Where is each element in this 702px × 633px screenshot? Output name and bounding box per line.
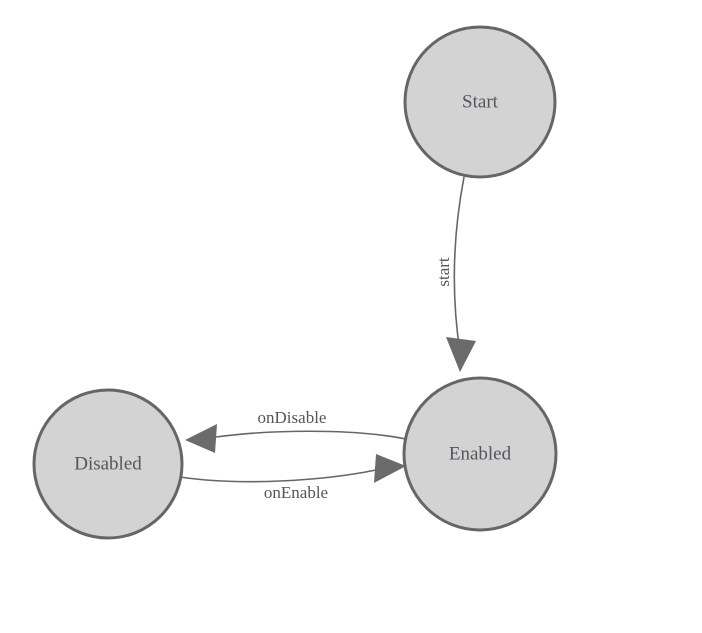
arrowhead-start-to-enabled — [446, 337, 476, 372]
node-enabled-circle — [402, 376, 558, 532]
node-enabled-label: Enabled — [449, 443, 512, 464]
edge-start-to-enabled[interactable]: start — [434, 176, 476, 372]
edge-disabled-to-enabled[interactable]: onEnable — [179, 454, 406, 502]
node-start[interactable]: Start — [403, 25, 557, 179]
edge-label-start: start — [434, 257, 453, 287]
node-disabled[interactable]: Disabled — [32, 388, 184, 540]
edge-disabled-to-enabled-path — [179, 469, 377, 483]
node-disabled-label: Disabled — [74, 453, 142, 474]
node-enabled[interactable]: Enabled — [402, 376, 558, 532]
arrowhead-disabled-to-enabled — [374, 454, 406, 483]
node-disabled-circle — [32, 388, 184, 540]
edge-label-ondisable: onDisable — [258, 408, 327, 427]
edge-start-to-enabled-path — [453, 176, 465, 353]
node-start-circle — [403, 25, 557, 179]
node-start-label: Start — [462, 91, 499, 112]
edge-label-onenable: onEnable — [264, 483, 328, 502]
arrowhead-enabled-to-disabled — [185, 424, 217, 453]
edge-enabled-to-disabled-path — [215, 430, 407, 440]
edge-enabled-to-disabled[interactable]: onDisable — [185, 408, 407, 453]
